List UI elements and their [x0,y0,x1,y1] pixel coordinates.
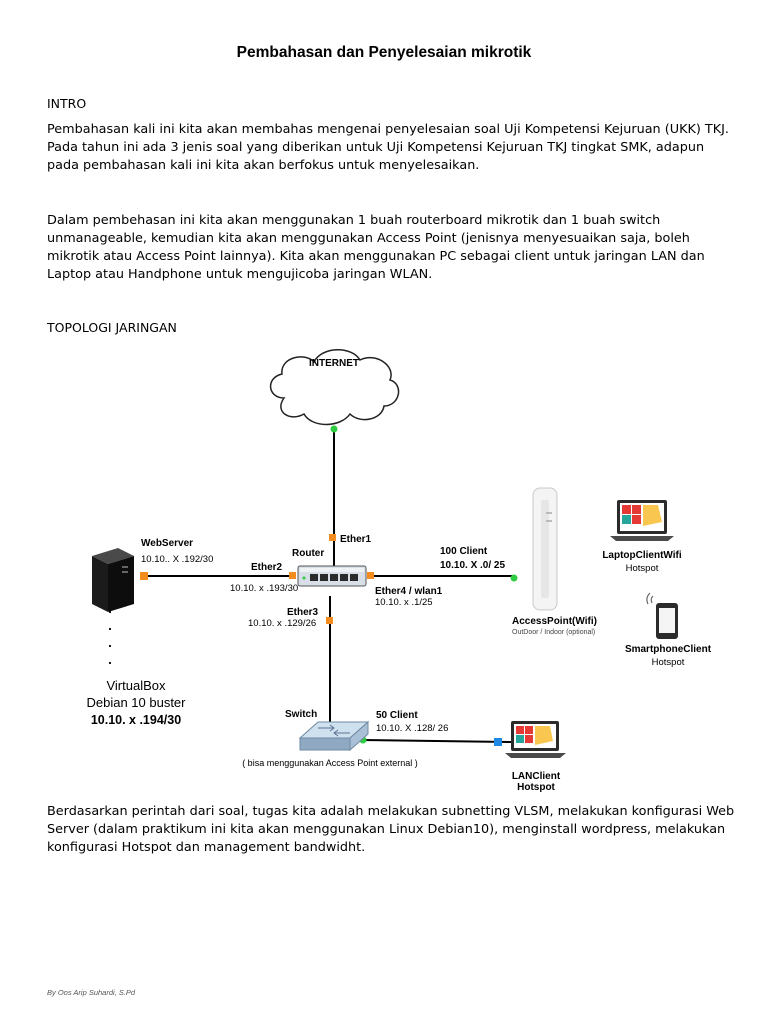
router-icon [297,565,367,587]
ether2-ip-label: 10.10. x .193/30 [230,583,298,594]
ether3-ip-label: 10.10. x .129/26 [248,618,316,629]
webserver-ip-label: 10.10.. X .192/30 [141,554,213,565]
lan-clients-label: 50 Client [376,710,418,721]
ap-link-dot [510,574,518,582]
internet-label: INTERNET [309,358,359,369]
wifi-clients-label: 100 Client [440,546,488,557]
wifi-network-label: 10.10. X .0/ 25 [440,560,505,571]
intro-paragraph: Pembahasan kali ini kita akan membahas m… [47,122,729,173]
author-footer: By Oos Arip Suhardi, S.Pd [47,988,136,997]
switch-icon [298,720,370,752]
smartphone-icon [646,592,678,639]
task-paragraph: Berdasarkan perintah dari soal, tugas ki… [47,804,735,855]
webserver-label: WebServer [141,538,193,549]
debian-ip-label: 10.10. x .194/30 [91,713,181,727]
access-point-label: AccessPoint(Wifi) [512,616,597,627]
ether2-port-marker [289,572,296,579]
ether4-label: Ether4 / wlan1 [375,586,443,597]
ether4-port-marker [367,572,374,579]
webserver-port-marker [140,572,148,580]
internet-cloud-icon [269,349,400,426]
debian-label: Debian 10 buster [86,695,186,710]
topology-heading: TOPOLOGI JARINGAN [47,320,177,335]
ether1-label: Ether1 [340,534,372,545]
ether4-ip-label: 10.10. x .1/25 [375,597,433,608]
virtualbox-label: VirtualBox [106,678,166,693]
lanclient-port-marker [494,738,502,746]
laptop-wifi-icon [610,500,674,541]
switch-note: ( bisa menggunakan Access Point external… [242,758,418,768]
internet-link-dot [330,425,338,433]
document-title: Pembahasan dan Penyelesaian mikrotik [236,44,532,61]
link-switch-lanclient [361,739,513,743]
lan-client-sublabel: Hotspot [517,782,555,793]
laptop-wifi-label: LaptopClientWifi [602,550,682,561]
smartphone-label: SmartphoneClient [625,644,712,655]
access-point-icon [532,487,558,611]
laptop-lan-icon [505,721,566,758]
switch-label: Switch [285,709,317,720]
router-label: Router [292,548,324,559]
smartphone-sublabel: Hotspot [652,657,685,668]
ellipsis-dots [108,610,112,665]
ether2-label: Ether2 [251,562,283,573]
server-tower-icon [92,548,134,612]
lan-network-label: 10.10. X .128/ 26 [376,723,448,734]
laptop-wifi-sublabel: Hotspot [626,563,659,574]
ether1-port-marker [329,534,336,541]
access-point-sublabel: OutDoor / Indoor (optional) [512,629,595,636]
equipment-paragraph: Dalam pembehasan ini kita akan menggunak… [47,213,705,282]
lan-client-label: LANClient [512,771,561,782]
ether3-label: Ether3 [287,607,319,618]
intro-heading: INTRO [47,96,87,111]
ether3-port-marker [326,617,333,624]
